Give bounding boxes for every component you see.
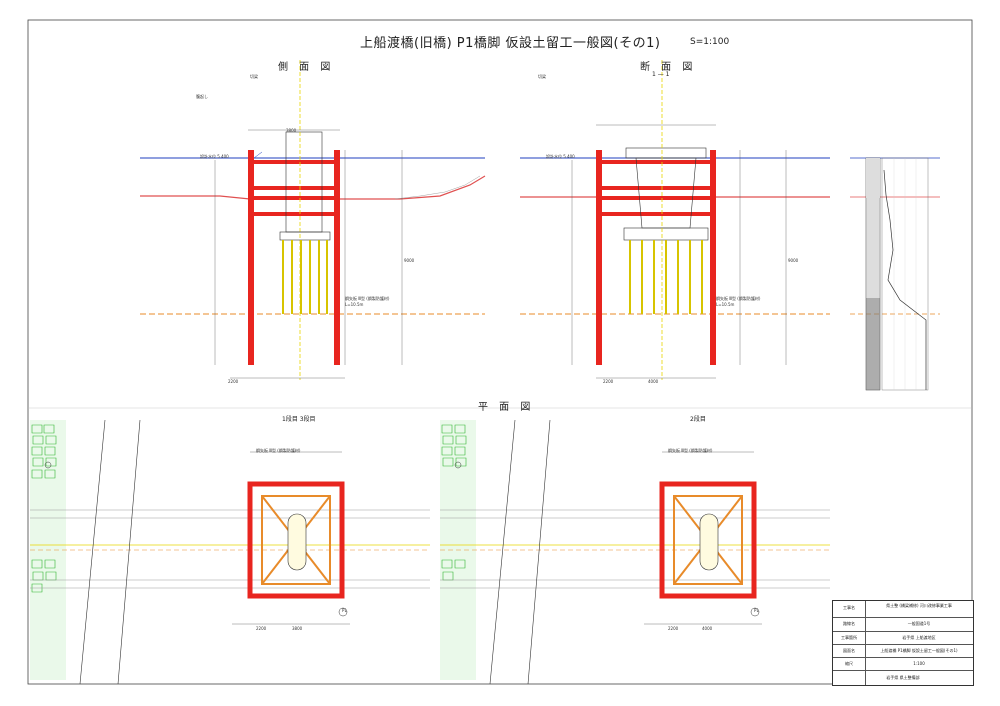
cofferdam-plan-left	[247, 481, 345, 599]
title-block-label-1: 路線名	[843, 621, 855, 626]
side-water-level-label: 設計水位 5.400	[200, 154, 229, 159]
drawing-title: 上船渡橋(旧橋) P1橋脚 仮設土留工一般図(その1)	[360, 36, 661, 51]
boring-log	[850, 157, 940, 391]
plan-right-p1: P1	[754, 608, 759, 613]
section-support-label: 切梁	[538, 74, 546, 79]
section-view	[520, 60, 830, 380]
side-dim-2200-a: 2200	[228, 379, 239, 384]
side-sheetpile-label: 鋼矢板 Ⅲ型 (鋼製防護材)	[345, 296, 390, 301]
section-length-label: L=10.5m	[716, 302, 735, 307]
plan-left-stage-label: 1段目 3段目	[282, 416, 316, 423]
plan-right-sheetpile-label: 鋼矢板 Ⅲ型 (鋼製防護材)	[668, 448, 713, 453]
side-support-label: 切梁	[250, 74, 258, 79]
drawing-scale: S=1:100	[690, 37, 730, 47]
sheet-frame	[27, 19, 973, 685]
title-block-value-4: 1:100	[913, 661, 925, 666]
side-waler-label: 腹起し	[196, 94, 208, 99]
plan-right-stage-label: 2段目	[690, 416, 706, 423]
section-dim-4000: 4000	[648, 379, 659, 384]
side-view-title: 側 面 図	[278, 62, 335, 73]
title-block-label-0: 工事名	[843, 605, 855, 610]
section-sheetpile-label: 鋼矢板 Ⅲ型 (鋼製防護材)	[716, 296, 761, 301]
pier-plan	[287, 513, 307, 571]
sheet-pile-left	[248, 150, 254, 365]
plan-view-right	[440, 419, 830, 685]
section-water-level-label: 設計水位 5.400	[546, 154, 575, 159]
plan-right-dim-2200: 2200	[668, 626, 679, 631]
plan-left-sheetpile-label: 鋼矢板 Ⅲ型 (鋼製防護材)	[256, 448, 301, 453]
plan-view-title: 平 面 図	[478, 402, 535, 413]
plan-view-left	[30, 419, 430, 685]
cofferdam-plan-right	[659, 481, 757, 599]
section-dim-9000: 9000	[788, 258, 799, 263]
title-block-footer: 岩手県 県土整備部	[886, 675, 920, 680]
plan-left-dim-2200: 2200	[256, 626, 267, 631]
footing	[279, 231, 331, 241]
section-dim-2200: 2200	[603, 379, 614, 384]
title-block-label-2: 工事箇所	[841, 635, 857, 640]
side-length-label: L=10.5m	[345, 302, 364, 307]
side-view	[140, 60, 486, 380]
title-block-value-3: 上船渡橋 P1橋脚 仮設土留工一般図(その1)	[880, 648, 958, 653]
section-view-title: 断 面 図	[640, 62, 697, 73]
pier-column	[635, 157, 697, 229]
plan-left-dim-3800: 3800	[292, 626, 303, 631]
side-dim-3800: 3800	[286, 128, 297, 133]
title-block-label-3: 図面名	[843, 648, 855, 653]
side-dim-9000: 9000	[404, 258, 415, 263]
plan-left-p1: P1	[342, 608, 347, 613]
plan-right-dim-4000: 4000	[702, 626, 713, 631]
title-block: 工事名 県土整 (橋梁補修) 河川改修事業工事 路線名 一般国道1号 工事箇所 …	[832, 600, 974, 686]
title-block-label-4: 縮尺	[845, 661, 853, 666]
title-block-value-1: 一般国道1号	[907, 621, 931, 626]
title-block-value-2: 岩手県 上船渡地区	[902, 635, 936, 640]
sheet-pile-right	[334, 150, 340, 365]
pier-body	[285, 131, 323, 233]
title-block-value-0: 県土整 (橋梁補修) 河川改修事業工事	[886, 603, 952, 608]
section-cut-label: 1 — 1	[652, 71, 670, 78]
ground-line	[140, 175, 486, 200]
